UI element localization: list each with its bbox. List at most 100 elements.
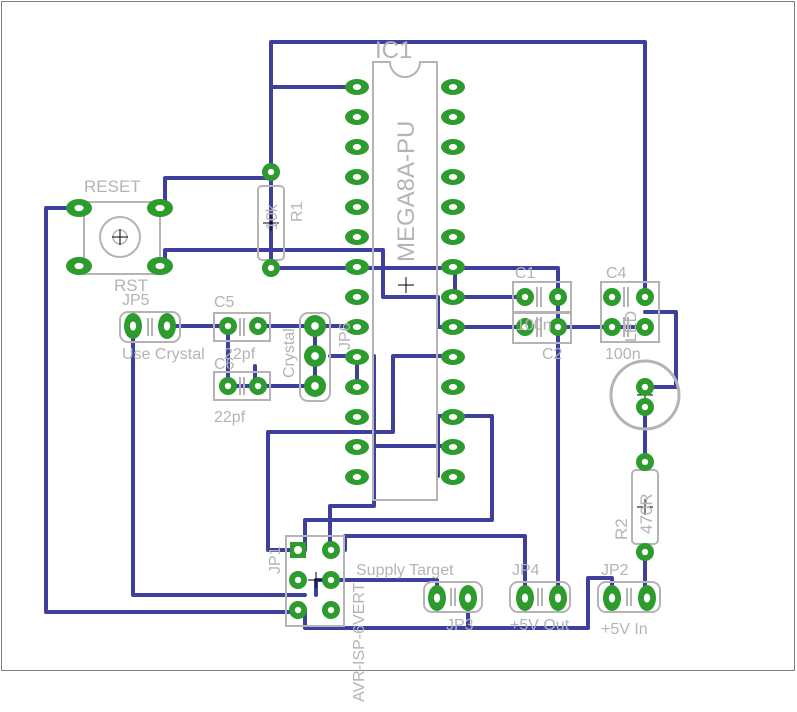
jp1-pad-hole [294,606,302,614]
c1-name-label: C1 [515,265,536,282]
c4-pad-hole [608,293,616,301]
ic1-pin-pad-hole [352,204,362,210]
ic1-pin-pad-hole [448,444,458,450]
ic1-pin-pad-hole [352,144,362,150]
silkscreen [83,61,681,627]
ic1-name-label: IC1 [375,37,412,64]
c6-value-label: 22pf [214,409,246,426]
jp3-pad-hole [433,593,441,603]
ic1-pin-pad-hole [448,264,458,270]
board-outline [1,1,795,671]
jp4-pad-hole [554,593,562,603]
c6-name-label: C6 [214,356,235,373]
jp2-pad-hole [608,593,616,603]
jp3-name-label: JP3 [446,617,474,634]
jp2-name-label: JP2 [601,562,629,579]
ic1-pin-pad-hole [352,84,362,90]
jp1-pad-hole [327,576,335,584]
reset-pad-hole [74,262,84,270]
r1-value-label: 10k [264,203,281,230]
labels: IC1 MEGA8A-PU RESET RST R1 10k R2 470R C… [84,37,656,702]
c6-pad-hole [254,382,262,390]
ic1-pin-pad-hole [352,324,362,330]
jp2-body [597,581,661,613]
ic1-pin-pad-hole [448,294,458,300]
traces [44,40,678,630]
ic1-pin-pad-hole [352,294,362,300]
c5-name-label: C5 [214,294,235,311]
crystal-body [299,312,331,402]
c6-body [213,371,271,401]
ic1-pin-pad-hole [448,474,458,480]
r1-pad-hole [267,168,275,176]
r2-pad-hole [641,458,649,466]
ic1-pin-pad-hole [448,174,458,180]
jp3-body [423,581,483,613]
reset-name-label: RESET [84,177,141,196]
jp5-pad-hole [163,321,171,331]
jp4-pad-hole [521,593,529,603]
c1-value-label: 100n [516,317,552,334]
jp5-pad-hole [129,321,137,331]
pads [66,79,656,619]
ic1-pin-pad-hole [352,444,362,450]
crystal-name-label: Crystal [281,328,298,378]
c5-pad-hole [224,322,232,330]
c2-name-label: C2 [542,346,563,363]
ic1-pin-pad-hole [352,234,362,240]
led-name-label: LED [623,311,640,342]
crystal-pad-hole [311,382,319,390]
crystal-pad-hole [311,352,319,360]
reset-value-label: RST [114,276,148,295]
led-body [609,359,681,431]
jp4-body [509,581,571,613]
ic1-outline [372,61,438,501]
ic1-pin-pad-hole [448,354,458,360]
ic1-pin-pad-hole [448,324,458,330]
jp4-name-label: JP4 [512,562,540,579]
reset-switch-body [83,201,161,275]
ic1-pin-pad-hole [352,384,362,390]
ic1-pin-pad-hole [448,144,458,150]
ic1-pin-pad-hole [352,414,362,420]
ic1-pin-pad-hole [352,174,362,180]
c2-body [512,312,572,344]
jp1-pad-hole [294,546,302,554]
ic1-pin-pad-hole [448,234,458,240]
jp1-pad-hole [327,546,335,554]
jp1-pad-hole [294,576,302,584]
r2-value-label: 470R [637,493,656,534]
crystal-pad-hole [311,322,319,330]
r2-name-label: R2 [612,518,631,540]
ic1-pin-pad-hole [352,474,362,480]
ic1-pin-pad-hole [448,114,458,120]
r1-name-label: R1 [289,201,306,222]
ic1-pin-pad-hole [352,354,362,360]
jp5-name-label: JP5 [122,292,150,309]
jp1-name-label: JP1 [267,546,284,574]
led-pad-hole [641,383,649,391]
r2-pad-hole [641,548,649,556]
jp2-pad-hole [643,593,651,603]
reset-pad-hole [155,204,165,212]
c4-pad-hole [641,293,649,301]
c1-pad-hole [521,293,529,301]
ic1-pin-pad-hole [448,204,458,210]
ic1-pin-pad-hole [448,384,458,390]
led-pad-hole [641,403,649,411]
jp6-label: JP6 [337,322,354,350]
c5-body [213,312,271,342]
c6-pad-hole [224,382,232,390]
c4-value-label: 100n [605,346,641,363]
ic1-pin-pad-hole [352,264,362,270]
jp3-pad-hole [464,593,472,603]
c2-pad-hole [554,323,562,331]
jp5-value-label: Use Crystal [122,346,205,363]
jp5-body [119,311,181,343]
c1-pad-hole [554,293,562,301]
ic1-pin-pad-hole [352,114,362,120]
jp1-pad-hole [327,606,335,614]
c4-pad-hole [608,323,616,331]
c2-pad-hole [521,323,529,331]
